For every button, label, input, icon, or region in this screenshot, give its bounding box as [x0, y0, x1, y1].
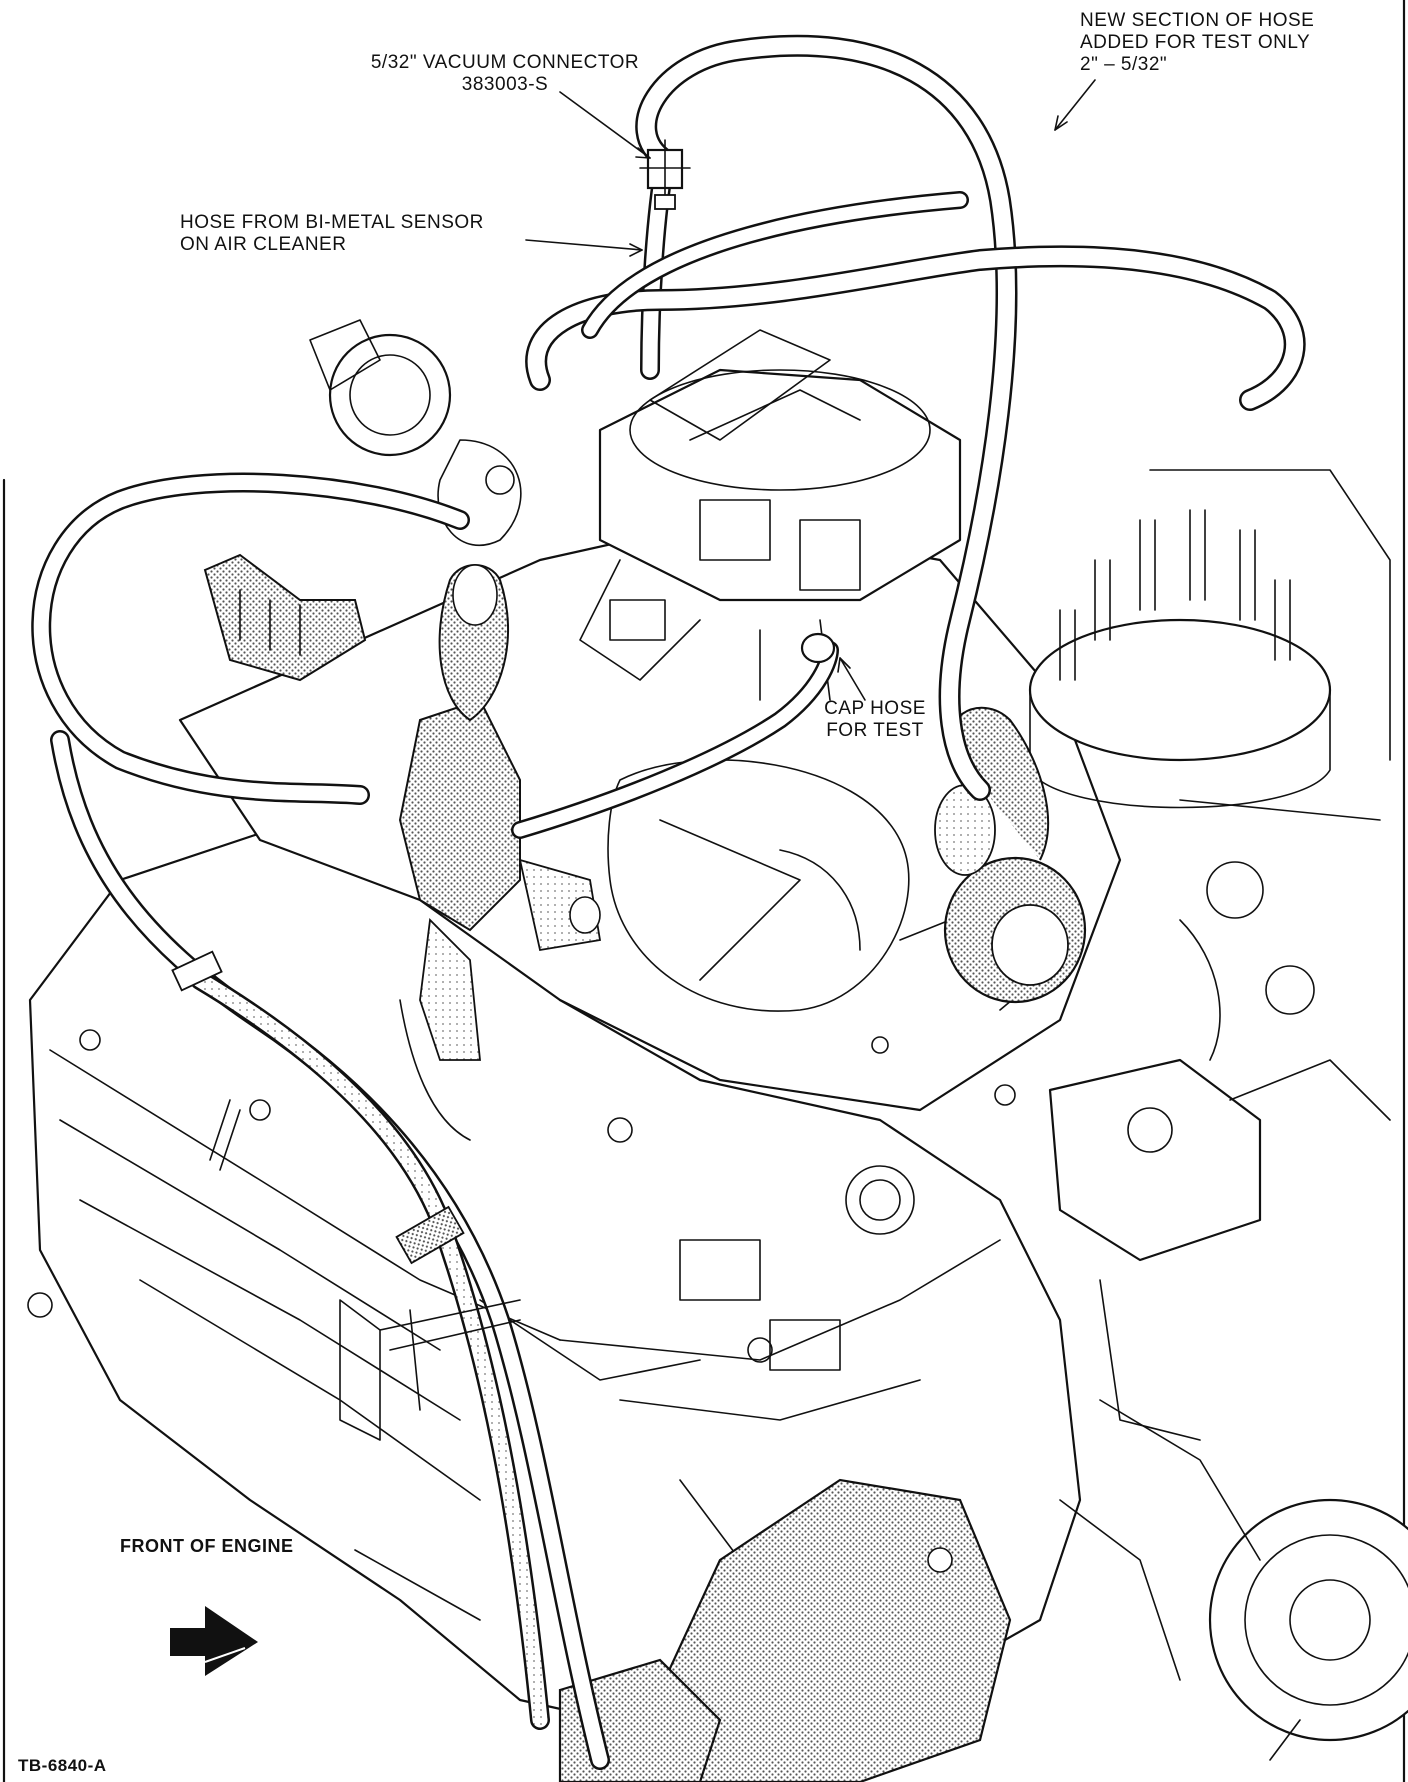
vacuum-tee-valve [398, 564, 602, 1141]
vacuum-connector-label-line2: 383003-S [461, 74, 549, 95]
thermostat-housing [1048, 919, 1391, 1441]
bimetal-hose-label-line2: ON AIR CLEANER [180, 234, 347, 255]
vacuum-connector-label-line1: 5/32" VACUUM CONNECTOR [370, 52, 640, 73]
distributor-cap [1028, 469, 1391, 919]
figure-id: TB-6840-A [18, 1756, 107, 1775]
vacuum-delay-valve [934, 706, 1087, 1004]
bimetal-hose-label-line1: HOSE FROM BI-METAL SENSOR [180, 212, 484, 233]
leader-lines [354, 79, 1301, 1761]
vacuum-connector-label: 5/32" VACUUM CONNECTOR 383003-S [340, 52, 670, 96]
cap-hose-label-line2: FOR TEST [826, 720, 924, 741]
new-hose-label-line3: 2" – 5/32" [1080, 54, 1168, 75]
vacuum-hoses [31, 34, 1306, 1770]
bimetal-hose-label: HOSE FROM BI-METAL SENSOR ON AIR CLEANER [180, 212, 484, 256]
lower-filter-canister [558, 1478, 1012, 1782]
pulley [1059, 1399, 1408, 1742]
vacuum-connector-fitting [639, 139, 691, 210]
new-hose-label: NEW SECTION OF HOSE ADDED FOR TEST ONLY … [1080, 10, 1314, 76]
front-of-engine-label: FRONT OF ENGINE [120, 1536, 294, 1556]
carburetor [579, 329, 962, 701]
vacuum-switch [203, 553, 367, 682]
new-hose-label-line1: NEW SECTION OF HOSE [1080, 10, 1315, 31]
hose-cap [800, 632, 836, 664]
new-hose-label-line2: ADDED FOR TEST ONLY [1080, 32, 1311, 53]
cap-hose-label: CAP HOSE FOR TEST [810, 698, 940, 742]
cap-hose-label-line1: CAP HOSE [824, 698, 926, 719]
right-arrow-icon [170, 1606, 258, 1676]
